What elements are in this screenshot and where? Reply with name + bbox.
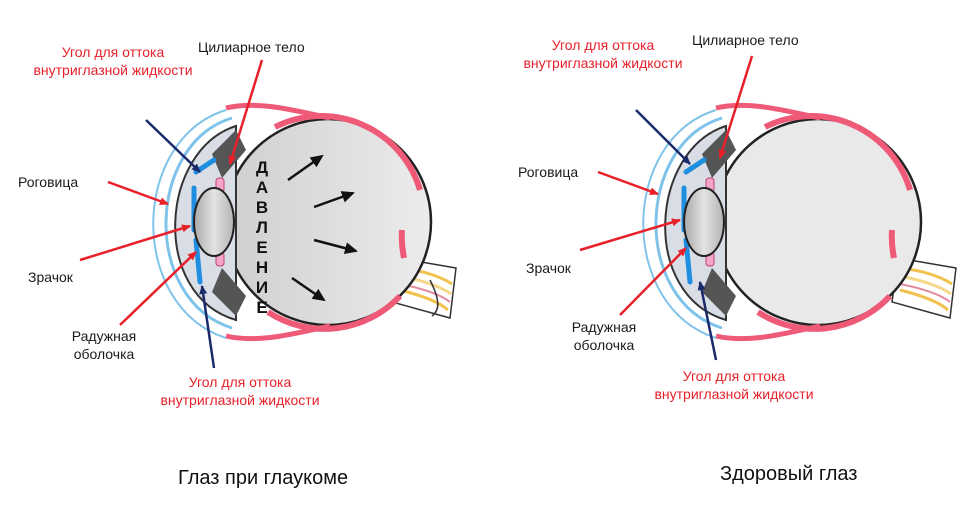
pointer-iris-r [619, 247, 687, 316]
ciliary-body-bottom-r [702, 268, 736, 316]
pressure-arrow-3 [313, 238, 358, 255]
pointer-cornea-r [597, 170, 659, 196]
pointer-pupil-r [579, 218, 681, 252]
label-angle-bottom: Угол для оттока внутриглазной жидкости [160, 374, 320, 408]
pressure-letter: А [255, 178, 269, 197]
pressure-letter: И [255, 278, 269, 297]
label-ciliary-body: Цилиарное тело [198, 39, 305, 55]
sclera-outer-bottom [225, 323, 331, 342]
iris-top-r [683, 157, 707, 175]
label-iris: Радужная оболочка [71, 328, 137, 362]
sclera-outer-bottom-r [715, 323, 821, 342]
label-iris-r: Радужная оболочка [571, 319, 637, 353]
pressure-arrow-4 [291, 276, 326, 302]
label-angle-top-r: Угол для оттока внутриглазной жидкости [523, 37, 683, 71]
pointer-iris [119, 251, 197, 326]
label-ciliary-body-r: Цилиарное тело [692, 32, 799, 48]
tear-film-r [642, 109, 717, 339]
label-cornea: Роговица [18, 174, 79, 190]
lens [193, 187, 235, 257]
glaucoma-pointers [79, 59, 264, 369]
pressure-letter: Д [255, 158, 269, 177]
iris-bottom-r [683, 237, 693, 285]
label-pupil-r: Зрачок [526, 260, 571, 276]
healthy-pointers [579, 55, 754, 361]
pressure-letter: Л [256, 218, 268, 237]
pressure-arrow-1 [287, 154, 324, 182]
pressure-letter: Е [256, 238, 268, 257]
retina-top [273, 113, 423, 191]
glaucoma-eye [152, 102, 457, 342]
sclera-outer-top-r [715, 102, 821, 121]
tear-film [152, 109, 227, 339]
lens-r [683, 187, 725, 257]
cornea-outer [164, 116, 233, 330]
pointer-ciliary-r [718, 55, 754, 159]
retina-bottom [266, 293, 403, 332]
caption-healthy: Здоровый глаз [720, 463, 858, 485]
retina-mid-r [888, 229, 897, 259]
retina-bottom-r [756, 293, 893, 332]
label-angle-bottom-r: Угол для оттока внутриглазной жидкости [654, 368, 814, 402]
pointer-angle-bottom [199, 285, 216, 369]
pressure-letter: Е [256, 298, 268, 317]
retina-mid [398, 229, 407, 259]
iris-bottom [193, 237, 203, 285]
ciliary-body-bottom [212, 268, 246, 316]
pointer-angle-bottom-r [697, 281, 718, 361]
label-pupil: Зрачок [28, 269, 73, 285]
retina-top-r [763, 113, 913, 191]
pointer-angle-top-r [635, 109, 691, 165]
pointer-cornea [107, 180, 169, 206]
label-cornea-r: Роговица [518, 164, 579, 180]
cornea-outer-r [654, 116, 723, 330]
pressure-letter: В [255, 198, 269, 217]
pointer-angle-top [145, 119, 201, 173]
label-angle-top: Угол для оттока внутриглазной жидкости [33, 44, 193, 78]
pressure-letter: Н [255, 258, 269, 277]
pointer-pupil [79, 224, 191, 262]
pointer-ciliary [228, 59, 264, 165]
sclera-outer-top [225, 102, 331, 121]
caption-glaucoma: Глаз при глаукоме [178, 467, 349, 489]
healthy-eye [642, 102, 957, 342]
pressure-arrow-2 [313, 191, 355, 209]
